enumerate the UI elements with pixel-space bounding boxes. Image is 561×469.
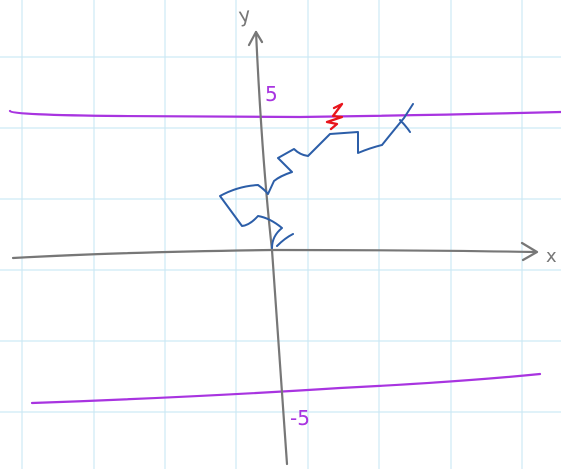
y-axis-label: y: [237, 2, 252, 27]
y-axis-arrowhead: [247, 30, 264, 47]
blue-path: [219, 103, 414, 249]
upper-bound-line: [8, 109, 561, 119]
lower-bound-line: [30, 372, 542, 405]
x-axis-arrowhead: [520, 241, 539, 262]
x-axis-label: x: [546, 246, 557, 267]
tick-label-pos5: 5: [265, 82, 278, 106]
tick-label-neg5: -5: [290, 406, 310, 430]
x-axis: [11, 248, 537, 260]
y-axis: [254, 30, 289, 466]
red-marker: [325, 102, 344, 131]
